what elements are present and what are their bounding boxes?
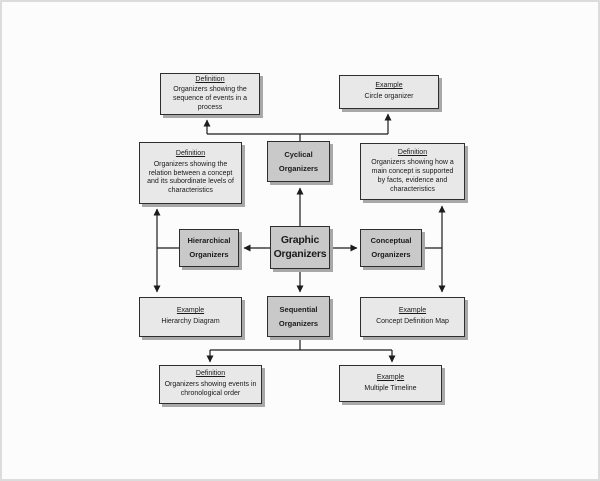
definition-body: Organizers showing the sequence of event… bbox=[173, 86, 247, 111]
definition-body: Organizers showing how a main concept is… bbox=[371, 159, 454, 193]
example-body: Multiple Timeline bbox=[364, 384, 417, 392]
connector-sequential-rails bbox=[210, 337, 392, 351]
node-example-circle-organizer: Example Circle organizer bbox=[339, 75, 439, 109]
node-definition-sequence: Definition Organizers showing the sequen… bbox=[160, 73, 260, 115]
example-body: Concept Definition Map bbox=[376, 318, 449, 325]
node-example-hierarchy-diagram: Example Hierarchy Diagram bbox=[139, 297, 242, 337]
node-hierarchical-organizers: Hierarchical Organizers bbox=[179, 229, 239, 267]
node-conceptual-organizers: Conceptual Organizers bbox=[360, 229, 422, 267]
node-example-concept-definition-map: Example Concept Definition Map bbox=[360, 297, 465, 337]
example-body: Hierarchy Diagram bbox=[161, 318, 220, 325]
category-label: Cyclical Organizers bbox=[278, 149, 319, 173]
example-heading: Example bbox=[375, 82, 403, 90]
definition-heading: Definition bbox=[195, 370, 226, 378]
node-definition-chronological: Definition Organizers showing events in … bbox=[159, 365, 262, 404]
category-label: Sequential Organizers bbox=[278, 304, 319, 328]
node-definition-relation: Definition Organizers showing the relati… bbox=[139, 142, 242, 204]
example-heading: Example bbox=[398, 307, 427, 315]
node-definition-support: Definition Organizers showing how a main… bbox=[360, 143, 465, 200]
node-cyclical-organizers: Cyclical Organizers bbox=[267, 141, 330, 182]
definition-body: Organizers showing events in chronologic… bbox=[164, 381, 257, 397]
definition-heading: Definition bbox=[195, 75, 225, 83]
node-sequential-organizers: Sequential Organizers bbox=[267, 296, 330, 337]
example-heading: Example bbox=[376, 373, 405, 381]
definition-heading: Definition bbox=[175, 150, 206, 158]
category-label: Conceptual Organizers bbox=[370, 236, 412, 259]
center-label: Graphic Organizers bbox=[273, 234, 327, 260]
connector-cyclical-rails bbox=[207, 133, 388, 141]
definition-heading: Definition bbox=[397, 148, 428, 156]
category-label: Hierarchical Organizers bbox=[187, 236, 231, 259]
node-example-multiple-timeline: Example Multiple Timeline bbox=[339, 365, 442, 402]
example-body: Circle organizer bbox=[364, 93, 414, 100]
definition-body: Organizers showing the relation between … bbox=[147, 160, 234, 195]
example-heading: Example bbox=[176, 307, 205, 315]
node-graphic-organizers: Graphic Organizers bbox=[270, 226, 330, 269]
